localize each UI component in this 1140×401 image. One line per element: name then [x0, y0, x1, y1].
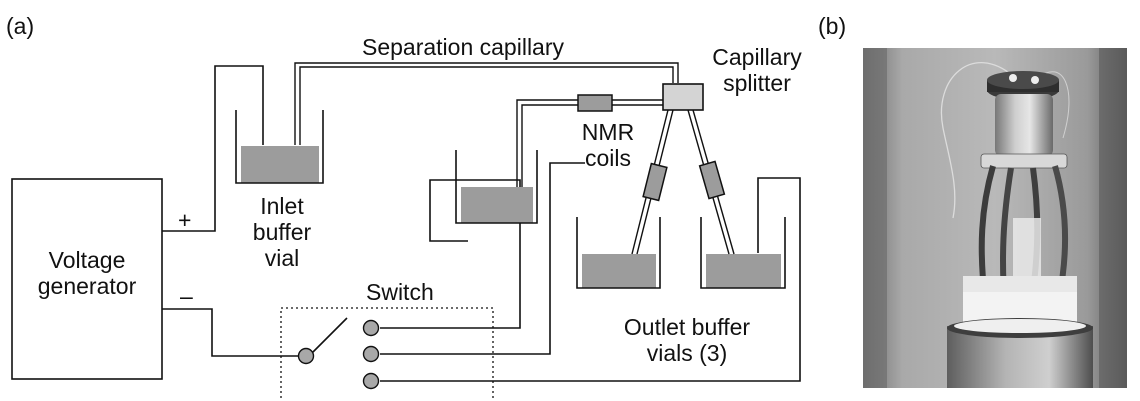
capillary-splitter-line-1: Capillary [694, 45, 820, 71]
inlet-buffer-vial-label: Inlet buffer vial [240, 194, 324, 271]
nmr-coils-line-2: coils [570, 146, 646, 172]
voltage-generator-label: Voltage generator [22, 248, 152, 300]
probe-photo [863, 48, 1127, 388]
negative-wire [162, 309, 306, 356]
switch-contact [364, 321, 379, 336]
separation-capillary-label: Separation capillary [362, 35, 564, 61]
switch-pivot [299, 349, 314, 364]
plus-sign: + [178, 208, 191, 234]
outlet-buffer-vials-line-2: vials (3) [612, 341, 762, 367]
inlet-buffer-vial-line-2: buffer [240, 220, 324, 246]
outlet-buffer-vials-line-1: Outlet buffer [612, 315, 762, 341]
panel-a-label: (a) [6, 14, 34, 40]
inlet-buffer-vial-line-1: Inlet [240, 194, 324, 220]
inlet-buffer-vial [236, 110, 323, 183]
nmr-coils-line-1: NMR [570, 120, 646, 146]
switch-contact [364, 374, 379, 389]
outlet-buffer-vials-label: Outlet buffer vials (3) [612, 315, 762, 367]
minus-sign: – [180, 284, 193, 310]
voltage-generator-line-1: Voltage [22, 248, 152, 274]
outlet-vial-2 [701, 217, 785, 288]
nmr-coil [700, 161, 725, 198]
nmr-reservoir-vial [456, 150, 537, 223]
nmr-coil [643, 164, 667, 201]
switch-lever [309, 318, 347, 356]
switch-contact [364, 347, 379, 362]
voltage-generator-line-2: generator [22, 274, 152, 300]
capillary-splitter-line-2: splitter [694, 71, 820, 97]
outlet-vial-1 [577, 217, 660, 288]
nmr-coils-label: NMR coils [570, 120, 646, 172]
panel-b-label: (b) [818, 14, 846, 40]
inlet-buffer-vial-line-3: vial [240, 246, 324, 272]
nmr-coil [578, 95, 612, 111]
switch-label: Switch [366, 280, 434, 306]
capillary-splitter-label: Capillary splitter [694, 45, 820, 97]
